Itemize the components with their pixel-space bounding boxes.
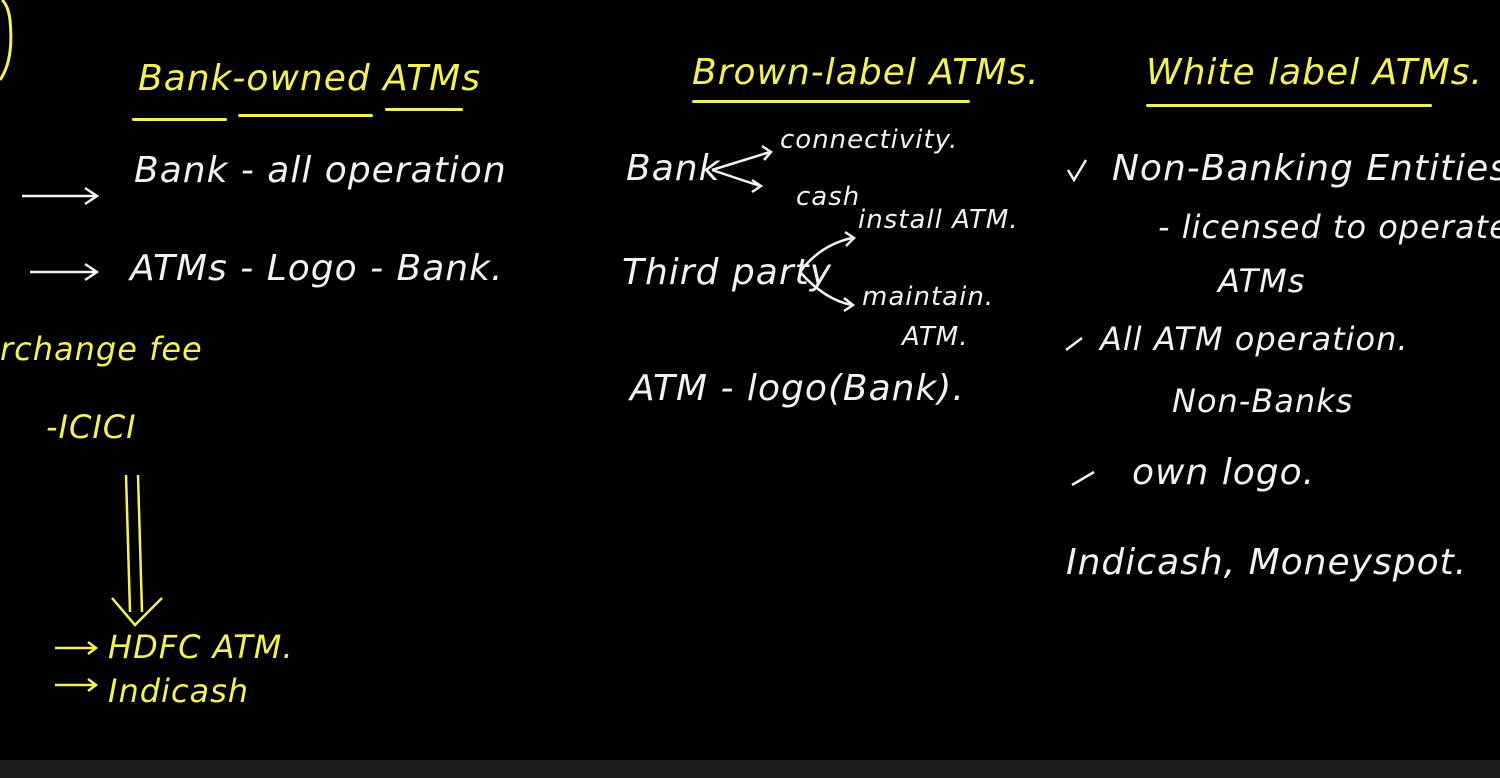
white-label-heading: White label ATMs. bbox=[1146, 52, 1483, 93]
cash-text: cash bbox=[796, 182, 861, 212]
heading-underline bbox=[1146, 104, 1432, 107]
interchange-fee-text: rchange fee bbox=[0, 330, 203, 368]
atms-text: ATMs bbox=[1218, 262, 1306, 300]
heading-underline bbox=[132, 118, 227, 121]
tick-icon bbox=[1065, 337, 1083, 351]
bank-text: Bank bbox=[626, 148, 721, 189]
atm-logo-bank-text: ATM - logo(Bank). bbox=[630, 368, 965, 409]
hdfc-atm-text: HDFC ATM. bbox=[108, 628, 294, 666]
non-banks-text: Non-Banks bbox=[1172, 382, 1354, 420]
bank-owned-heading: Bank-owned ATMs bbox=[138, 58, 481, 99]
arrow-icon bbox=[55, 678, 99, 692]
non-banking-entities-text: Non-Banking Entities bbox=[1112, 148, 1500, 189]
indicash-text: Indicash bbox=[108, 672, 250, 710]
install-atm-text: install ATM. bbox=[858, 205, 1019, 235]
atm-text: ATM. bbox=[902, 322, 969, 352]
whiteboard: Bank-owned ATMs Bank - all operation ATM… bbox=[0, 0, 1500, 710]
ink-strokes bbox=[0, 0, 1095, 692]
licensed-text: - licensed to operate bbox=[1158, 208, 1500, 246]
all-atm-operation-text: All ATM operation. bbox=[1100, 320, 1409, 358]
third-party-text: Third party bbox=[622, 252, 833, 293]
brown-label-heading: Brown-label ATMs. bbox=[692, 52, 1040, 93]
heading-underline bbox=[238, 114, 373, 117]
maintain-text: maintain. bbox=[862, 282, 995, 312]
circle-stroke bbox=[0, 0, 13, 81]
icici-text: -ICICI bbox=[46, 408, 137, 446]
bottom-bar bbox=[0, 760, 1500, 778]
heading-underline bbox=[692, 100, 970, 103]
arrow-icon bbox=[30, 262, 100, 282]
bank-operation-text: Bank - all operation bbox=[134, 150, 507, 191]
tick-icon bbox=[1066, 159, 1088, 183]
double-arrow-down-icon bbox=[111, 474, 163, 627]
heading-underline bbox=[385, 108, 463, 111]
atm-logo-bank-text: ATMs - Logo - Bank. bbox=[130, 248, 504, 289]
arrow-icon bbox=[22, 186, 100, 206]
connectivity-text: connectivity. bbox=[780, 125, 959, 155]
tick-icon bbox=[1071, 470, 1095, 487]
own-logo-text: own logo. bbox=[1132, 452, 1316, 493]
branch-arrow-icon bbox=[711, 144, 773, 194]
branch-arrow-icon bbox=[798, 230, 856, 313]
examples-text: Indicash, Moneyspot. bbox=[1066, 542, 1468, 583]
arrow-icon bbox=[55, 641, 99, 655]
